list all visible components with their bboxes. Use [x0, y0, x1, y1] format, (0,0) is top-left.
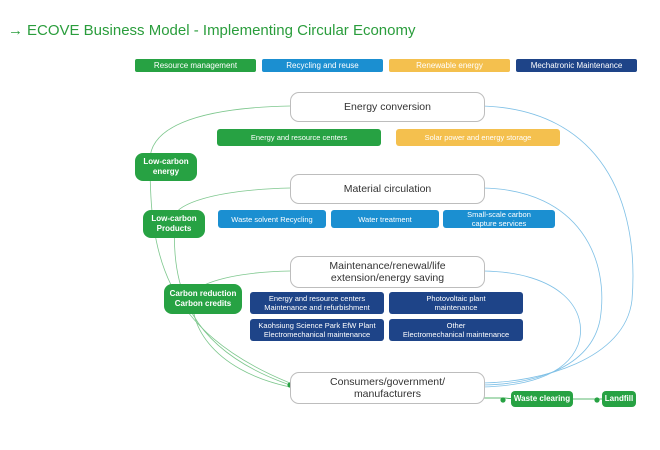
tag-kaohsiung-line2: Electromechanical maintenance [263, 330, 371, 339]
legend-recycling-reuse: Recycling and reuse [262, 59, 383, 72]
landfill-connector-dot [594, 397, 600, 403]
page-title: →ECOVE Business Model - Implementing Cir… [8, 22, 415, 39]
legend-resource-management: Resource management [135, 59, 256, 72]
tag-photovoltaic-line1: Photovoltaic plant [426, 294, 486, 303]
tag-water-treatment: Water treatment [331, 210, 439, 228]
node-maintenance-line1: Maintenance/renewal/life [329, 260, 446, 272]
tag-erc-maintenance-line2: Maintenance and refurbishment [264, 303, 370, 312]
node-maintenance-line2: extension/energy saving [330, 272, 445, 284]
tag-waste-solvent-recycling: Waste solvent Recycling [218, 210, 326, 228]
label-landfill: Landfill [602, 391, 636, 407]
label-cr-line2: Carbon credits [174, 299, 232, 308]
node-consumers-line1: Consumers/government/ [330, 376, 445, 388]
node-material-circulation: Material circulation [290, 174, 485, 204]
label-low-carbon-products: Low-carbon Products [143, 210, 205, 238]
tag-kaohsiung-line1: Kaohsiung Science Park EfW Plant [258, 321, 376, 330]
label-cr-line1: Carbon reduction [169, 289, 237, 298]
tag-carbon-line1: Small-scale carbon [467, 210, 531, 219]
legend-mechatronic-maintenance: Mechatronic Maintenance [516, 59, 637, 72]
tag-other-line1: Other [446, 321, 466, 330]
label-waste-clearing: Waste clearing [511, 391, 573, 407]
tag-small-scale-carbon-capture: Small-scale carbon capture services [443, 210, 555, 228]
tag-photovoltaic-maintenance: Photovoltaic plant maintenance [389, 292, 523, 314]
label-lce-line1: Low-carbon [143, 157, 189, 166]
label-carbon-reduction: Carbon reduction Carbon credits [164, 284, 242, 314]
label-lce-line2: energy [152, 167, 180, 176]
node-consumers: Consumers/government/ manufacturers [290, 372, 485, 404]
tag-energy-resource-centers: Energy and resource centers [217, 129, 381, 146]
tag-carbon-line2: capture services [471, 219, 527, 228]
node-energy-conversion: Energy conversion [290, 92, 485, 122]
legend-renewable-energy: Renewable energy [389, 59, 510, 72]
waste-connector-dot [500, 397, 506, 403]
tag-kaohsiung-efw-maintenance: Kaohsiung Science Park EfW Plant Electro… [250, 319, 384, 341]
node-consumers-line2: manufacturers [353, 388, 422, 400]
title-text: ECOVE Business Model - Implementing Circ… [27, 22, 416, 39]
label-low-carbon-energy: Low-carbon energy [135, 153, 197, 181]
tag-photovoltaic-line2: maintenance [434, 303, 478, 312]
node-maintenance: Maintenance/renewal/life extension/energ… [290, 256, 485, 288]
tag-other-maintenance: Other Electromechanical maintenance [389, 319, 523, 341]
arrow-right-icon: → [8, 22, 23, 39]
tag-erc-maintenance: Energy and resource centers Maintenance … [250, 292, 384, 314]
label-lcp-line2: Products [156, 224, 192, 233]
node-material-label: Material circulation [343, 183, 432, 195]
tag-other-line2: Electromechanical maintenance [402, 330, 510, 339]
node-energy-label: Energy conversion [344, 101, 431, 113]
label-lcp-line1: Low-carbon [151, 214, 197, 223]
tag-erc-maintenance-line1: Energy and resource centers [268, 294, 366, 303]
tag-solar-power-storage: Solar power and energy storage [396, 129, 560, 146]
